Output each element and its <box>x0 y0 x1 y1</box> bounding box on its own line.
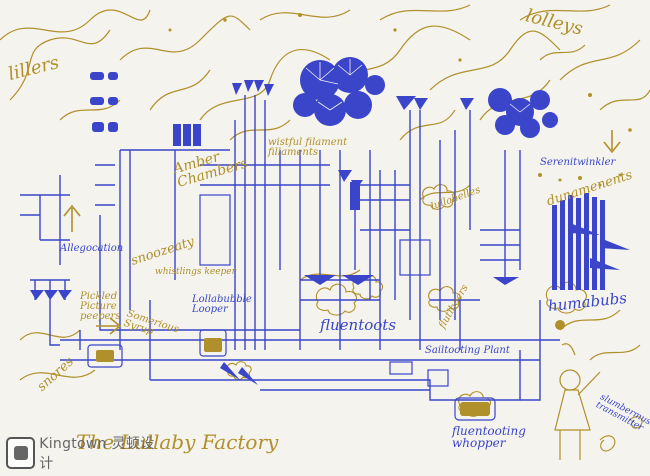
label-whistlings-keeper: whistlings keeper <box>155 267 236 277</box>
poster-title: The Lullaby Factory <box>76 430 279 454</box>
blue-pipes <box>20 95 560 401</box>
gold-stars <box>168 13 632 202</box>
girl-figure <box>554 343 601 460</box>
gold-machine-fills <box>96 320 565 416</box>
label-fluentooting-whopper: fluentooting whopper <box>452 424 526 450</box>
watermark-icon <box>6 437 36 469</box>
label-sailtooting-plant: Sailtooting Plant <box>425 345 510 356</box>
gold-spirals <box>599 416 643 452</box>
dish-ribs <box>305 59 531 113</box>
label-wistful-filament: wistful filament fillaments <box>268 137 348 158</box>
machinery-boxes <box>87 194 496 421</box>
blue-horns <box>30 80 630 385</box>
label-serenitwinkler: Serenitwinkler <box>540 157 616 168</box>
gold-arrows <box>63 130 621 335</box>
watermark-logo: Kingtown 灵顿设计 <box>6 436 156 472</box>
label-allegocation: Allegocation <box>60 243 124 254</box>
left-bells <box>90 72 360 210</box>
label-lollabubble-looper: Lollabubble Looper <box>192 294 252 315</box>
humabubs-tubes <box>552 193 605 290</box>
label-fluentoots: fluentoots <box>320 316 397 334</box>
watermark-text: Kingtown 灵顿设计 <box>39 436 155 472</box>
label-pickled-picture-peepers: Pickled Picture peepers <box>80 291 121 322</box>
gold-clouds <box>226 184 587 417</box>
